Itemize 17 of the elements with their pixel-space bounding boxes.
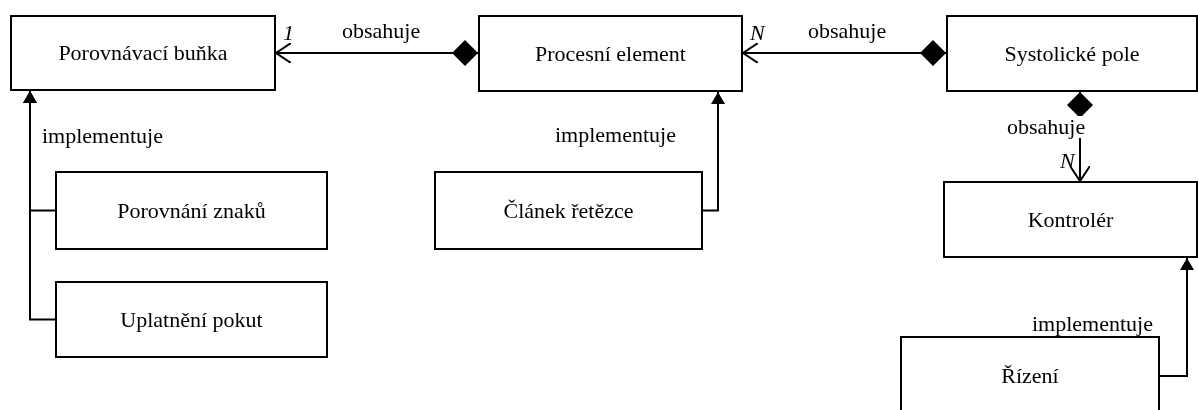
- class-box: Systolické pole: [946, 15, 1198, 92]
- class-box: Procesní element: [478, 15, 743, 92]
- class-box: Porovnání znaků: [55, 171, 328, 250]
- multiplicity-label: N: [750, 22, 765, 44]
- edge-label: obsahuje: [1005, 116, 1088, 138]
- arrow: [23, 90, 56, 321]
- class-box: Porovnávací buňka: [10, 15, 276, 91]
- class-box: Řízení: [900, 336, 1160, 410]
- arrow: [702, 91, 725, 212]
- multiplicity-label: 1: [283, 22, 294, 44]
- multiplicity-label: N: [1060, 150, 1075, 172]
- arrow: [275, 40, 479, 66]
- arrow: [742, 40, 947, 66]
- class-box: Článek řetězce: [434, 171, 703, 250]
- class-box: Uplatnění pokut: [55, 281, 328, 358]
- class-box: Kontrolér: [943, 181, 1198, 258]
- arrow: [1159, 257, 1194, 377]
